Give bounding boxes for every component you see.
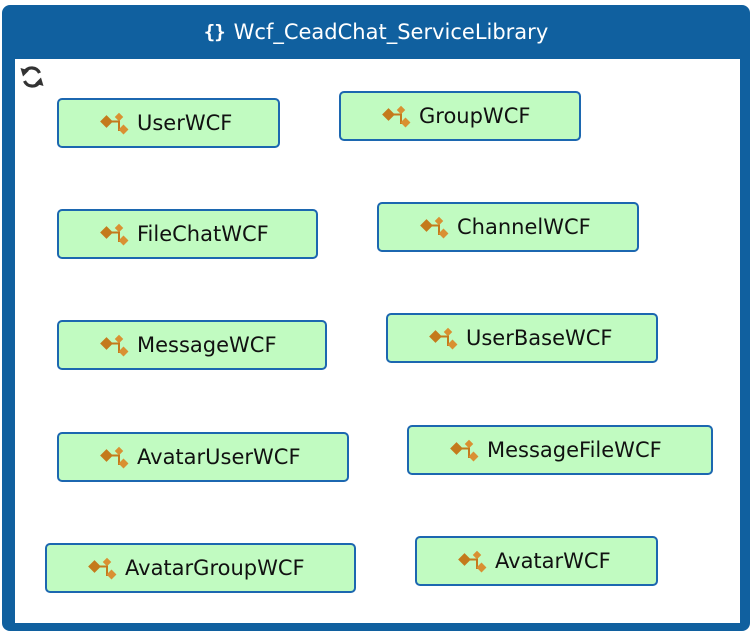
node-label: FileChatWCF xyxy=(137,222,269,246)
node-label: UserBaseWCF xyxy=(466,326,613,350)
service-class-icon xyxy=(420,216,449,239)
node-label: AvatarUserWCF xyxy=(137,445,301,469)
class-node-filechatwcf[interactable]: FileChatWCF xyxy=(57,209,318,259)
class-node-avatarwcf[interactable]: AvatarWCF xyxy=(415,536,658,586)
service-class-icon xyxy=(458,550,487,573)
class-node-userwcf[interactable]: UserWCF xyxy=(57,98,280,148)
service-class-icon xyxy=(100,446,129,469)
node-label: MessageWCF xyxy=(137,333,277,357)
node-label: ChannelWCF xyxy=(457,215,591,239)
class-node-channelwcf[interactable]: ChannelWCF xyxy=(377,202,639,252)
service-class-icon xyxy=(88,557,117,580)
service-class-icon xyxy=(100,334,129,357)
node-label: MessageFileWCF xyxy=(487,438,662,462)
class-node-messagewcf[interactable]: MessageWCF xyxy=(57,320,327,370)
service-class-icon xyxy=(100,223,129,246)
node-label: AvatarWCF xyxy=(495,549,611,573)
namespace-braces-icon: {} xyxy=(203,21,226,43)
node-label: AvatarGroupWCF xyxy=(125,556,305,580)
refresh-icon[interactable] xyxy=(19,64,45,90)
class-node-messagefilewcf[interactable]: MessageFileWCF xyxy=(407,425,713,475)
group-body: UserWCF GroupWCF FileChatWCF xyxy=(15,59,740,623)
service-class-icon xyxy=(100,112,129,135)
class-node-avatargroupwcf[interactable]: AvatarGroupWCF xyxy=(45,543,356,593)
class-node-userbasewcf[interactable]: UserBaseWCF xyxy=(386,313,658,363)
node-label: GroupWCF xyxy=(419,104,531,128)
namespace-group[interactable]: {} Wcf_CeadChat_ServiceLibrary UserWCF xyxy=(2,5,750,631)
service-class-icon xyxy=(450,439,479,462)
node-label: UserWCF xyxy=(137,111,233,135)
service-class-icon xyxy=(382,105,411,128)
class-node-groupwcf[interactable]: GroupWCF xyxy=(339,91,581,141)
class-node-avataruserwcf[interactable]: AvatarUserWCF xyxy=(57,432,349,482)
service-class-icon xyxy=(429,327,458,350)
group-header[interactable]: {} Wcf_CeadChat_ServiceLibrary xyxy=(2,5,750,59)
group-title: Wcf_CeadChat_ServiceLibrary xyxy=(233,20,549,44)
